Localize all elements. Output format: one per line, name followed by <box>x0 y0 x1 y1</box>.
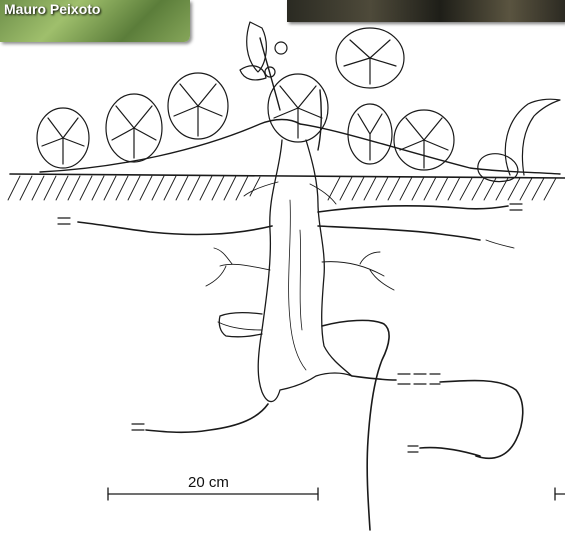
edge-scale-tick <box>555 488 565 500</box>
ground-hatching <box>8 174 565 200</box>
scale-bar-label: 20 cm <box>188 474 229 491</box>
taproot <box>219 140 352 402</box>
fine-rootlets <box>206 182 514 290</box>
leaves <box>37 22 560 182</box>
